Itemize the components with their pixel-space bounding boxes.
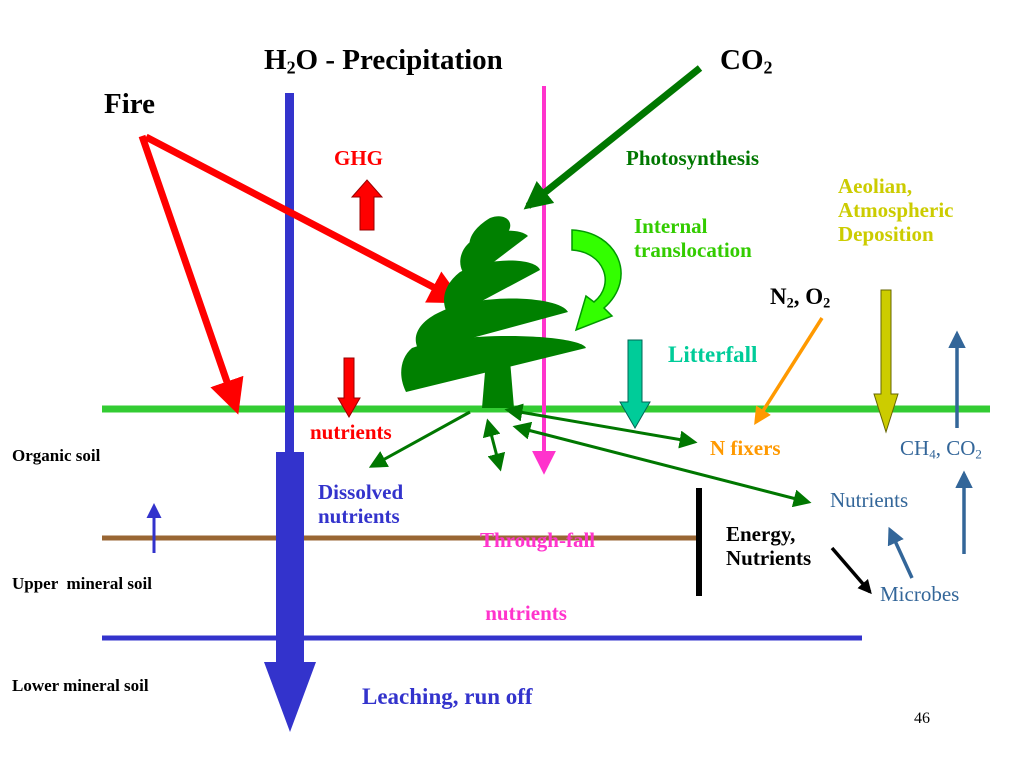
precipitation-column — [285, 93, 294, 458]
nutrients-red-label: nutrients — [310, 420, 392, 444]
through-fall-nutrients-label: Through-fall nutrients — [480, 528, 596, 625]
co2-arrow — [523, 65, 703, 210]
h2o-precipitation-label: H2O - Precipitation — [264, 44, 503, 78]
root-nfixer-arrow — [504, 403, 698, 449]
internal-translocation-label: Internal translocation — [634, 214, 752, 263]
upper-mineral-soil-label: Upper mineral soil — [12, 574, 152, 593]
root-deep-arrow — [482, 418, 506, 472]
litterfall-arrow — [619, 339, 651, 430]
tree-icon — [401, 216, 586, 408]
root-dissolved-arrow — [368, 410, 471, 468]
microbe-nutrient-arrow — [887, 526, 914, 579]
ghg-label: GHG — [334, 146, 384, 170]
root-nutrients-arrow — [512, 421, 812, 508]
n2-o2-label: N2, O2 — [770, 284, 831, 312]
energy-to-microbes-arrow — [830, 546, 872, 595]
ghg-up-arrow — [350, 179, 384, 231]
microbes-label: Microbes — [880, 582, 960, 606]
fire-label: Fire — [104, 88, 155, 120]
aeolian-deposition-arrow — [873, 289, 899, 434]
photosynthesis-label: Photosynthesis — [626, 146, 760, 170]
leaching-label: Leaching, run off — [362, 684, 533, 709]
fire-arrow-to-tree — [144, 133, 465, 304]
fire-arrow-to-soil — [138, 134, 244, 415]
energy-nutrients-label: Energy, Nutrients — [726, 522, 812, 571]
nutrients-down-arrow — [337, 357, 361, 418]
leaching-arrow — [264, 452, 316, 732]
litterfall-label: Litterfall — [668, 342, 758, 367]
ch4-co2-label: CH4, CO2 — [900, 436, 982, 462]
co2-label: CO2 — [720, 44, 773, 78]
organic-soil-label: Organic soil — [12, 446, 101, 465]
n-fixers-label: N fixers — [710, 436, 781, 460]
nutrients-blue-label: Nutrients — [830, 488, 909, 512]
internal-translocation-arrow — [571, 229, 622, 332]
dissolved-nutrients-label: Dissolved nutrients — [318, 480, 404, 529]
n-fixation-arrow — [754, 317, 824, 425]
page-number: 46 — [914, 710, 930, 727]
lower-mineral-soil-label: Lower mineral soil — [12, 676, 149, 695]
aeolian-label: Aeolian, Atmospheric Deposition — [838, 174, 954, 247]
